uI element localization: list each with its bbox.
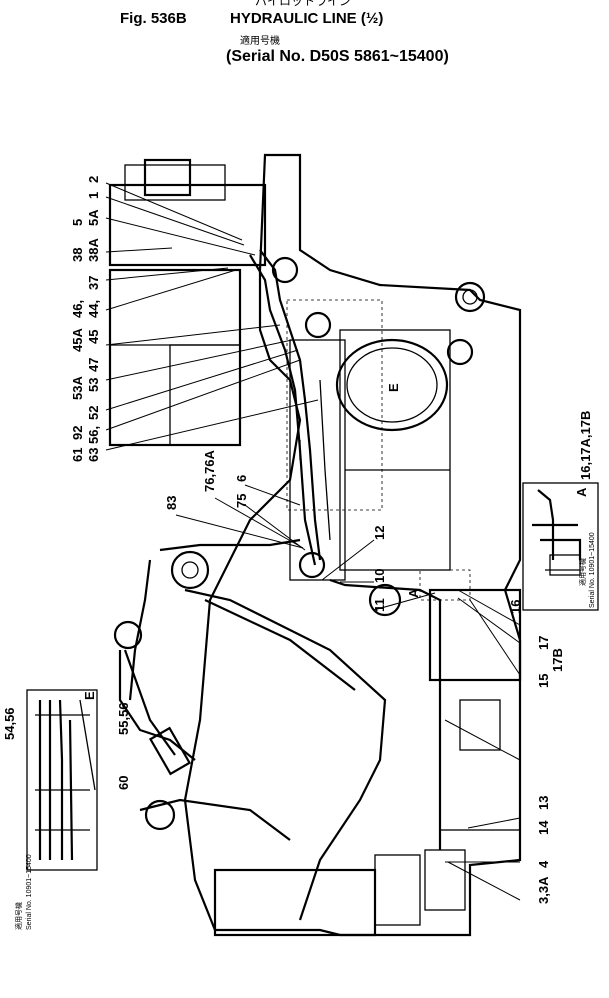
figure-number: Fig. 536B xyxy=(120,10,187,27)
callout-37: 37 xyxy=(86,276,101,290)
leader-lines xyxy=(105,182,521,901)
callout-e-inset: E xyxy=(82,691,97,700)
callout-e-main: E xyxy=(386,383,401,392)
callout-6: 6 xyxy=(234,475,249,482)
callout-5a: 5A xyxy=(86,209,101,226)
callout-15: 15 xyxy=(536,674,551,688)
callout-3-3a: 3,3A xyxy=(536,876,551,904)
callout-5: 5 xyxy=(70,219,85,226)
callout-1: 1 xyxy=(86,192,101,199)
callout-75: 75 xyxy=(234,494,249,508)
callout-16-17a-17b: 16,17A,17B xyxy=(578,411,593,480)
callout-a-right: A xyxy=(574,487,589,497)
callout-10: 10 xyxy=(372,569,387,583)
callout-56: 56, xyxy=(86,426,101,444)
callout-a-main: A xyxy=(406,588,421,598)
callout-76-76a: 76,76A xyxy=(202,449,217,492)
callout-53: 53 xyxy=(86,378,101,392)
callout-83: 83 xyxy=(164,496,179,510)
right-inset: 適用号機 Serial No. 10901~15400 xyxy=(522,482,599,611)
right-inset-serial-jp: 適用号機 xyxy=(578,558,587,586)
applicable-jp: 適用号機 xyxy=(240,36,280,47)
callout-44: 44, xyxy=(86,300,101,318)
callout-4: 4 xyxy=(536,860,551,868)
callout-13: 13 xyxy=(536,796,551,810)
callout-2: 2 xyxy=(86,176,101,183)
callout-14: 14 xyxy=(536,820,551,835)
left-inset: 適用号機 Serial No. 10901~15400 xyxy=(14,689,98,930)
left-inset-serial: Serial No. 10901~15400 xyxy=(26,854,33,930)
callout-46: 46, xyxy=(70,300,85,318)
callout-11: 11 xyxy=(372,598,387,612)
callout-52: 52 xyxy=(86,406,101,420)
callout-38: 38 xyxy=(70,248,85,262)
machine-outline xyxy=(108,153,522,937)
callout-45: 45 xyxy=(86,330,101,344)
callout-63: 63 xyxy=(86,448,101,462)
serial-range: (Serial No. D50S 5861~15400) xyxy=(226,48,449,65)
callout-53a: 53A xyxy=(70,376,85,400)
right-inset-serial: Serial No. 10901~15400 xyxy=(589,532,596,608)
japanese-title: パイロットライン xyxy=(255,0,352,8)
callout-47: 47 xyxy=(86,358,101,372)
figure-title: HYDRAULIC LINE (½) xyxy=(230,10,384,27)
callout-17b: 17B xyxy=(550,648,565,672)
callout-45a: 45A xyxy=(70,328,85,352)
callout-54-56: 54,56 xyxy=(2,707,17,740)
callout-labels: 2 1 5 5A 38 38A 37 46, 44, 45 45A 47 53A… xyxy=(2,176,593,904)
callout-38a: 38A xyxy=(86,238,101,262)
callout-61: 61 xyxy=(70,448,85,462)
callout-17: 17 xyxy=(536,636,551,650)
callout-55-56: 55,56 xyxy=(116,702,131,735)
detail-outlines xyxy=(286,299,471,601)
callout-16: 16 xyxy=(508,600,523,614)
callout-60: 60 xyxy=(116,776,131,790)
callout-12: 12 xyxy=(372,526,387,540)
callout-92: 92 xyxy=(70,426,85,440)
left-inset-serial-jp: 適用号機 xyxy=(14,902,23,930)
